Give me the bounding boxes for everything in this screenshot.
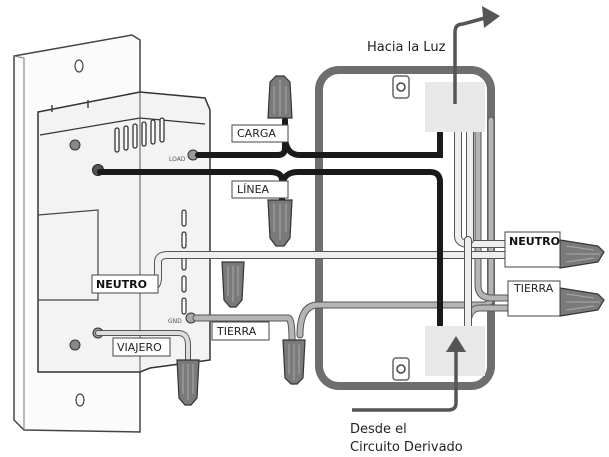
svg-text:CARGA: CARGA <box>237 127 276 140</box>
svg-text:TIERRA: TIERRA <box>216 325 257 338</box>
wire-nut-load <box>267 75 293 119</box>
from-circuit-label-line1: Desde el <box>350 422 407 437</box>
label-neutral-box: NEUTRO <box>504 231 561 268</box>
svg-text:NEUTRO: NEUTRO <box>509 235 560 248</box>
label-load: CARGA <box>231 124 289 143</box>
from-circuit-label-line2: Circuito Derivado <box>350 440 463 455</box>
wire-nut-traveler <box>176 359 200 406</box>
label-ground-switch: TIERRA <box>211 321 270 341</box>
svg-text:TIERRA: TIERRA <box>513 282 554 295</box>
label-traveler: VIAJERO <box>112 337 171 357</box>
terminal-load-label: LOAD <box>169 156 186 163</box>
wire-nut-ground-box <box>559 287 605 317</box>
svg-text:LÍNEA: LÍNEA <box>237 183 270 196</box>
wire-nut-neutral-box <box>559 239 605 269</box>
svg-text:NEUTRO: NEUTRO <box>96 278 147 291</box>
label-line: LÍNEA <box>231 180 289 199</box>
arrow-from-circuit <box>352 336 466 412</box>
svg-text:VIAJERO: VIAJERO <box>117 341 162 354</box>
label-neutral-switch: NEUTRO <box>91 274 159 294</box>
wire-nut-ground-switch <box>282 339 306 385</box>
to-light-label: Hacia la Luz <box>367 40 446 55</box>
terminal-gnd-label: GND <box>168 318 182 325</box>
switch-body <box>37 91 211 373</box>
label-ground-box: TIERRA <box>507 280 561 317</box>
wire-nut-neutral-switch <box>221 261 245 308</box>
wire-nut-line <box>267 199 293 247</box>
arrow-to-light <box>453 6 500 104</box>
traveler-wire <box>95 330 191 363</box>
